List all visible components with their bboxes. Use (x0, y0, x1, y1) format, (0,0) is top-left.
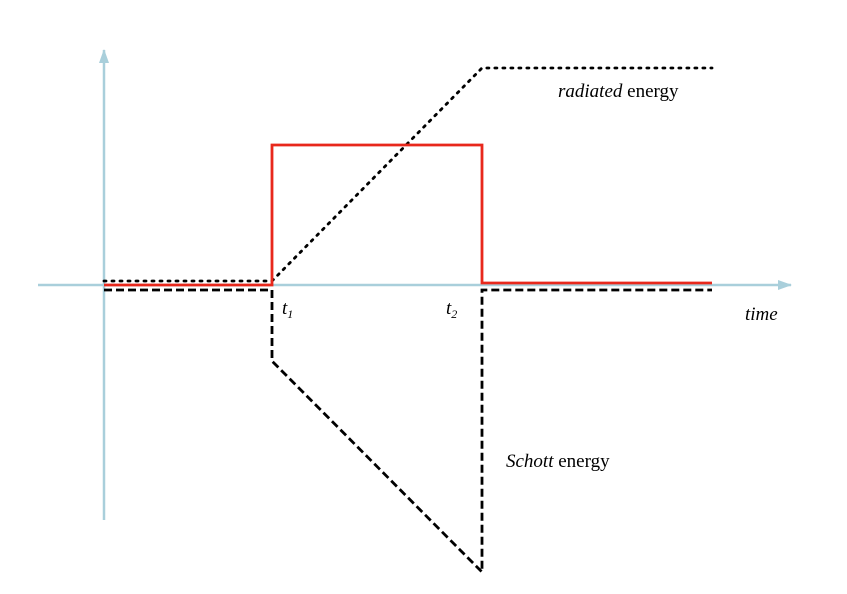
tick-label-t1: t1 (282, 298, 293, 321)
time-axis-label: time (745, 304, 778, 325)
pulse-curve (104, 143, 712, 287)
schott-energy-label: Schott energy (506, 451, 610, 472)
schott-energy-curve (104, 288, 712, 576)
tick-label-t2: t2 (446, 298, 457, 321)
radiated-energy-label: radiated energy (558, 81, 679, 102)
